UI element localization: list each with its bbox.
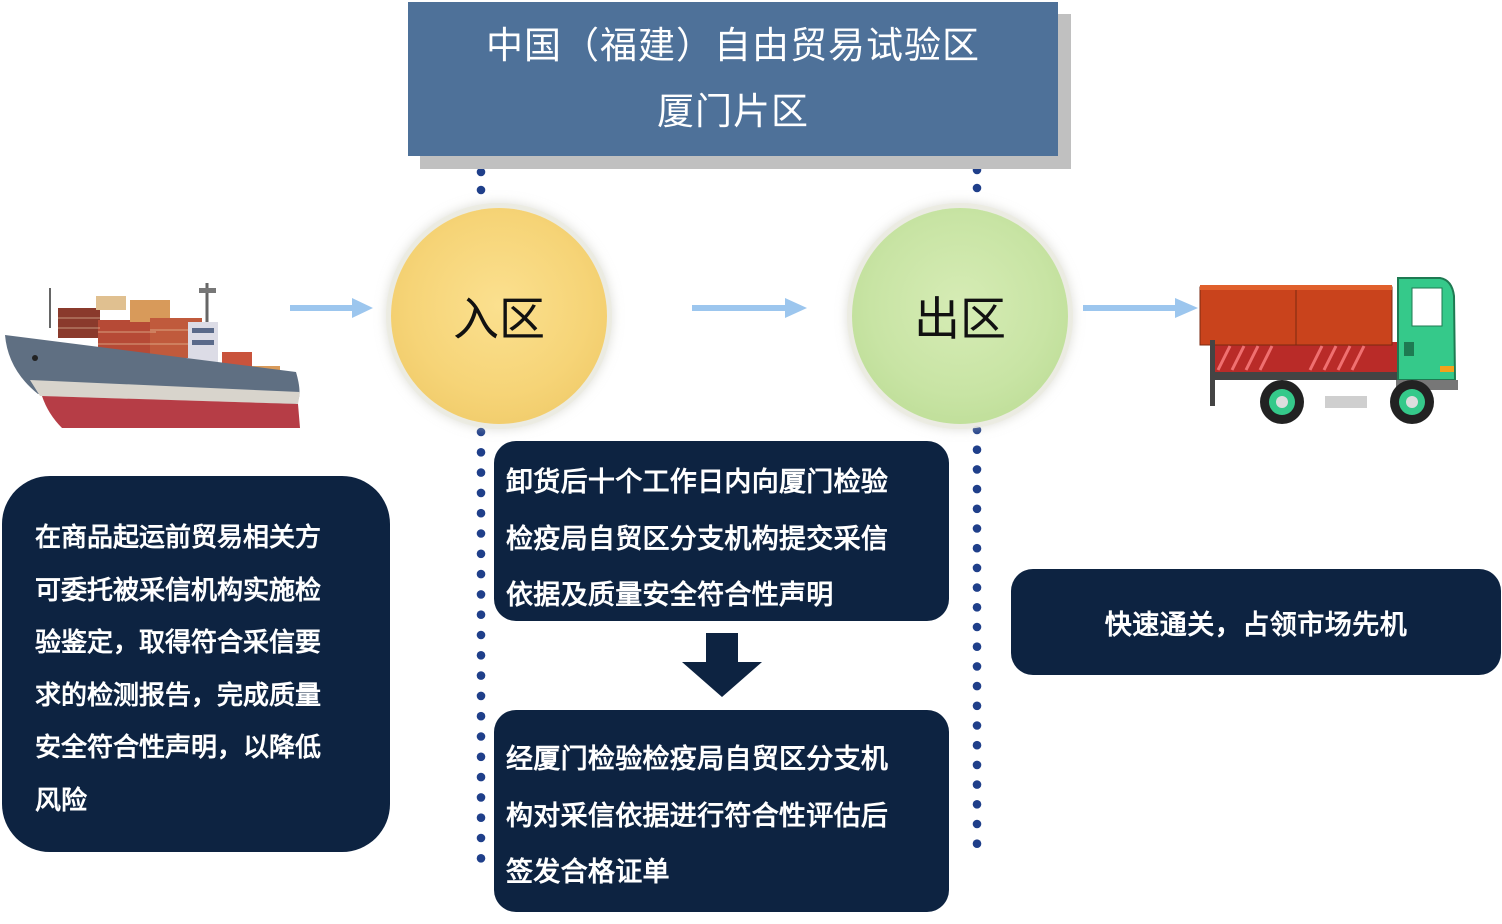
connector-dot <box>972 583 982 592</box>
enter-zone-label: 入区 <box>453 292 545 346</box>
connector-dot <box>972 524 982 533</box>
down-arrow-icon <box>682 633 762 697</box>
connector-dot <box>972 681 982 691</box>
connector-dot <box>476 711 486 721</box>
connector-dot <box>476 854 486 863</box>
connector-dot <box>476 671 486 680</box>
connector-dot <box>476 569 486 579</box>
text-line: 在商品起运前贸易相关方 <box>35 523 322 553</box>
connector-dot <box>972 701 982 711</box>
connector-dot <box>476 508 486 518</box>
text-line: 卸货后十个工作日内向厦门检验 <box>506 467 889 498</box>
text-line: 可委托被采信机构实施检 <box>35 575 322 606</box>
assessment-step-box: 经厦门检验检疫局自贸区分支机 构对采信依据进行符合性评估后 签发合格证单 <box>494 710 949 912</box>
connector-dot <box>972 504 982 514</box>
connector-dot <box>476 427 486 437</box>
connector-dot <box>972 563 982 573</box>
connector-dot <box>972 445 982 455</box>
connector-dot <box>972 603 982 612</box>
connector-dot <box>972 800 982 809</box>
connector-dot <box>972 760 982 770</box>
connector-dot <box>476 630 486 640</box>
connector-dot <box>476 833 486 843</box>
connector-dot <box>476 529 486 538</box>
connector-dot <box>476 448 486 457</box>
exit-zone-label: 出区 <box>914 292 1006 346</box>
text-line: 构对采信依据进行符合性评估后 <box>506 800 889 832</box>
connector-dot <box>972 543 982 553</box>
title-line-2: 厦门片区 <box>657 90 809 133</box>
connector-dot <box>972 425 982 435</box>
exit-zone-circle: 出区 <box>852 208 1068 424</box>
text-line: 依据及质量安全符合性声明 <box>506 580 834 611</box>
enter-zone-circle: 入区 <box>391 208 607 424</box>
title-line-1: 中国（福建）自由贸易试验区 <box>486 24 980 67</box>
connector-dot <box>476 793 486 802</box>
text-line: 风险 <box>35 785 88 816</box>
arrow-exit-to-truck <box>1083 298 1198 318</box>
flow-arrows <box>290 298 1198 318</box>
connector-dot <box>476 772 486 782</box>
connector-dot <box>972 662 982 671</box>
cargo-truck-icon <box>1199 277 1458 424</box>
text-line: 求的检测报告，完成质量 <box>35 680 322 711</box>
text-line: 经厦门检验检疫局自贸区分支机 <box>506 744 889 775</box>
connector-dot <box>476 651 486 660</box>
connector-dot <box>972 819 982 829</box>
connector-dot <box>972 721 982 730</box>
connector-dot <box>476 610 486 619</box>
text-line: 检疫局自贸区分支机构提交采信 <box>506 523 889 555</box>
fast-clearance-box: 快速通关，占领市场先机 <box>1011 569 1501 675</box>
connector-dot <box>972 484 982 494</box>
connector-dot <box>972 740 982 750</box>
connector-dot <box>476 691 486 701</box>
arrow-enter-to-exit <box>692 298 807 318</box>
cargo-ship-icon <box>5 283 300 428</box>
fast-clearance-text: 快速通关，占领市场先机 <box>1104 609 1408 641</box>
submission-step-box: 卸货后十个工作日内向厦门检验 检疫局自贸区分支机构提交采信 依据及质量安全符合性… <box>494 441 949 621</box>
connector-dot <box>972 622 982 632</box>
connector-dot <box>972 465 982 474</box>
connector-dot <box>476 813 486 822</box>
connector-dot <box>476 590 486 599</box>
title-banner: 中国（福建）自由贸易试验区 厦门片区 <box>408 2 1058 156</box>
connector-dot <box>972 839 982 848</box>
arrow-ship-to-enter <box>290 298 373 318</box>
pre-shipment-note: 在商品起运前贸易相关方 可委托被采信机构实施检 验鉴定，取得符合采信要 求的检测… <box>2 476 390 852</box>
text-line: 签发合格证单 <box>506 857 670 888</box>
text-line: 验鉴定，取得符合采信要 <box>35 628 322 658</box>
connector-dot <box>476 732 486 741</box>
connector-dot <box>972 642 982 651</box>
connector-dot <box>476 488 486 498</box>
connector-dot <box>476 752 486 762</box>
connector-dot <box>476 468 486 477</box>
text-line: 安全符合性声明，以降低 <box>35 733 322 763</box>
dotted-connectors <box>476 165 982 863</box>
connector-dot <box>972 780 982 789</box>
connector-dot <box>476 549 486 559</box>
